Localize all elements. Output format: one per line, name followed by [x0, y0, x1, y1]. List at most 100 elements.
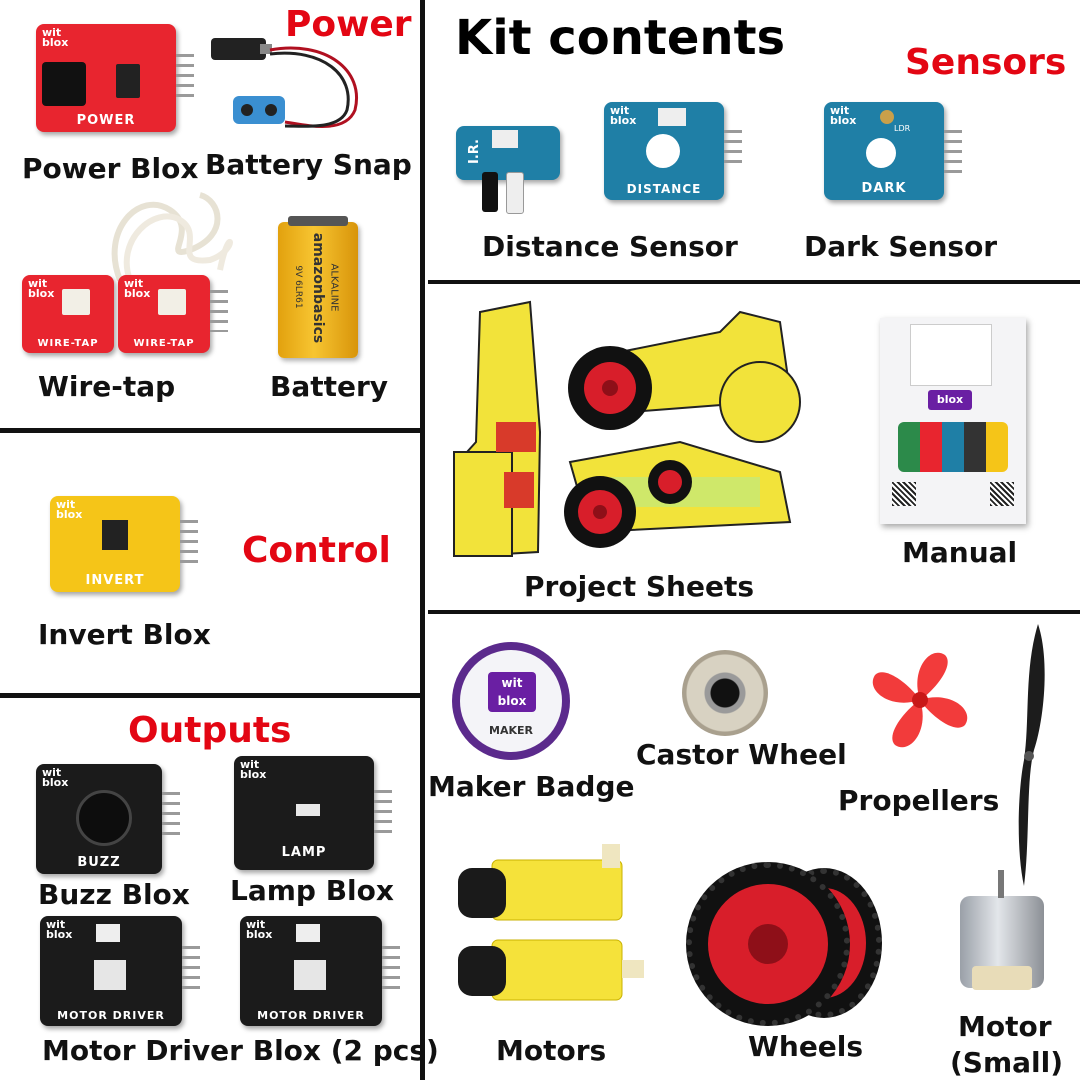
battery-snap-cable — [211, 38, 358, 128]
sensor-hole — [646, 134, 680, 168]
label-motor-small-line2: (Small) — [950, 1046, 1064, 1079]
castor-wheel — [682, 650, 768, 736]
divider-power-control — [0, 428, 422, 433]
section-title-power: Power — [285, 4, 412, 45]
label-battery: Battery — [270, 370, 389, 403]
board-label: INVERT — [85, 573, 145, 588]
jumper-wires — [111, 192, 233, 282]
label-buzz-blox: Buzz Blox — [38, 878, 190, 911]
section-title-control: Control — [242, 530, 391, 571]
battery-brand-text: amazonbasics — [310, 232, 326, 344]
bo-motors — [458, 844, 644, 1001]
label-manual: Manual — [902, 536, 1018, 569]
connector — [158, 289, 186, 315]
buzz-blox-pins — [162, 792, 180, 842]
divider-projects-extras — [428, 610, 1080, 614]
label-lamp-blox: Lamp Blox — [230, 874, 394, 907]
label-propellers: Propellers — [838, 784, 1000, 817]
sensor-hole — [866, 138, 896, 168]
board-label: WIRE-TAP — [37, 338, 99, 349]
label-dark-sensor: Dark Sensor — [804, 230, 998, 263]
board-label: WIRE-TAP — [133, 338, 195, 349]
connector — [62, 289, 90, 315]
label-castor-wheel: Castor Wheel — [636, 738, 847, 771]
label-wire-tap: Wire-tap — [38, 370, 176, 403]
battery-9v: amazonbasics ALKALINE 9V 6LR61 — [278, 216, 358, 358]
motor-endcap — [972, 966, 1032, 990]
ir-emitter — [482, 172, 498, 212]
ic-chip — [102, 520, 128, 550]
label-distance-sensor: Distance Sensor — [482, 230, 738, 263]
propeller-black — [1018, 624, 1045, 886]
badge-text: MAKER — [489, 724, 533, 737]
divider-control-outputs — [0, 693, 422, 698]
divider-sensors-projects — [428, 280, 1080, 284]
label-invert-blox: Invert Blox — [38, 618, 211, 651]
propeller-red — [872, 652, 968, 748]
label-motor-driver-blox: Motor Driver Blox (2 pcs) — [42, 1034, 439, 1067]
buzzer — [76, 790, 132, 846]
distance-sensor-pins — [724, 130, 742, 170]
label-project-sheets: Project Sheets — [524, 570, 755, 603]
connector — [296, 924, 320, 942]
qr-code-right — [990, 482, 1014, 506]
manual-card — [910, 324, 992, 386]
board-label: DARK — [861, 181, 907, 196]
switch — [294, 960, 326, 990]
dark-sensor-pins — [944, 130, 962, 174]
connector — [658, 108, 686, 126]
board-label: MOTOR DRIVER — [57, 1009, 165, 1022]
board-label: POWER — [76, 113, 136, 128]
power-blox-pins — [176, 54, 194, 104]
led — [296, 804, 320, 816]
battery-type-text: ALKALINE — [328, 263, 340, 312]
motor-driver-pins-2 — [382, 946, 400, 996]
manual-robots — [898, 422, 1008, 472]
section-title-sensors: Sensors — [905, 42, 1067, 83]
wire-tap-pins — [210, 290, 228, 332]
motor-shaft — [998, 870, 1004, 898]
motor-driver-pins-1 — [182, 946, 200, 996]
label-motor-small-line1: Motor — [958, 1010, 1052, 1043]
lamp-blox-pins — [374, 790, 392, 840]
section-title-outputs: Outputs — [128, 710, 292, 751]
connector — [492, 130, 518, 148]
vertical-divider — [420, 0, 425, 1080]
manual-booklet: blox — [880, 318, 1026, 524]
battery-model-text: 9V 6LR61 — [293, 265, 303, 309]
label-motors: Motors — [496, 1034, 607, 1067]
board-label: BUZZ — [77, 855, 121, 870]
ldr — [880, 110, 894, 124]
small-motor — [960, 870, 1044, 990]
ir-receiver — [506, 172, 524, 214]
power-switch — [116, 64, 140, 98]
label-battery-snap: Battery Snap — [205, 148, 412, 181]
connector — [96, 924, 120, 942]
switch — [94, 960, 126, 990]
dc-jack — [42, 62, 86, 106]
page-title: Kit contents — [455, 10, 786, 66]
ir-sensor-board: I.R. — [456, 126, 560, 180]
board-label: LAMP — [281, 845, 327, 860]
board-label: MOTOR DRIVER — [257, 1009, 365, 1022]
battery-terminals — [288, 216, 348, 226]
wheel-front — [686, 862, 850, 1026]
